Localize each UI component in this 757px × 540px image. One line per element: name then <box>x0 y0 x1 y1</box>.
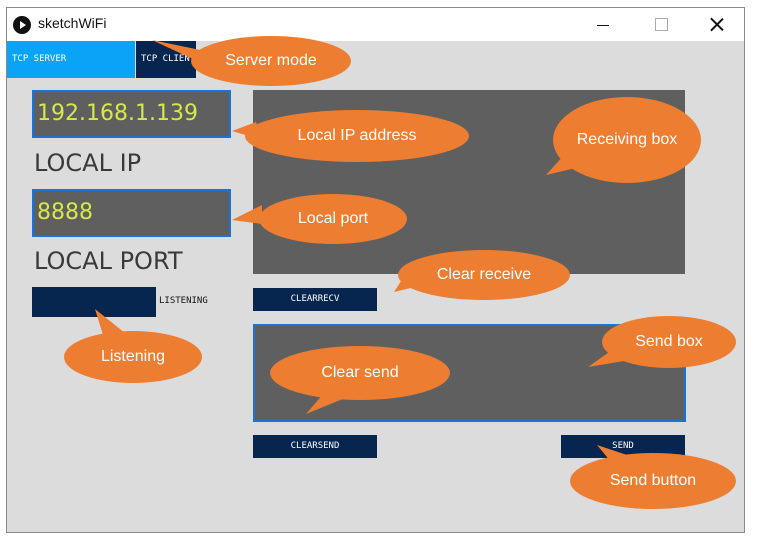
callout-clear-receive: Clear receive <box>398 250 570 300</box>
tab-tcp-server[interactable]: TCP SERVER <box>7 41 135 78</box>
minimize-icon[interactable] <box>580 8 626 41</box>
callout-receiving-box: Receiving box <box>553 97 701 183</box>
callout-clear-send: Clear send <box>270 346 450 400</box>
clear-send-button[interactable]: CLEARSEND <box>253 435 377 458</box>
listening-status-label: LISTENING <box>159 296 208 306</box>
callout-server-mode: Server mode <box>191 36 351 86</box>
callout-local-ip: Local IP address <box>245 110 469 162</box>
callout-send-box: Send box <box>602 316 736 368</box>
close-icon[interactable] <box>694 8 740 41</box>
clear-receive-button[interactable]: CLEARRECV <box>253 288 377 311</box>
window-title: sketchWiFi <box>38 15 107 31</box>
callout-listening: Listening <box>64 331 202 383</box>
listen-button[interactable] <box>32 287 156 317</box>
local-port-input[interactable]: 8888 <box>32 189 231 237</box>
local-ip-input[interactable]: 192.168.1.139 <box>32 90 231 138</box>
tab-tcp-client[interactable]: TCP CLIENT <box>136 41 196 78</box>
callout-send-button: Send button <box>570 453 736 509</box>
title-bar: sketchWiFi <box>7 8 744 41</box>
local-port-label: LOCAL PORT <box>34 247 183 275</box>
maximize-icon[interactable] <box>637 8 683 41</box>
callout-local-port: Local port <box>259 194 407 244</box>
local-ip-label: LOCAL IP <box>34 149 142 177</box>
app-icon <box>13 16 31 34</box>
